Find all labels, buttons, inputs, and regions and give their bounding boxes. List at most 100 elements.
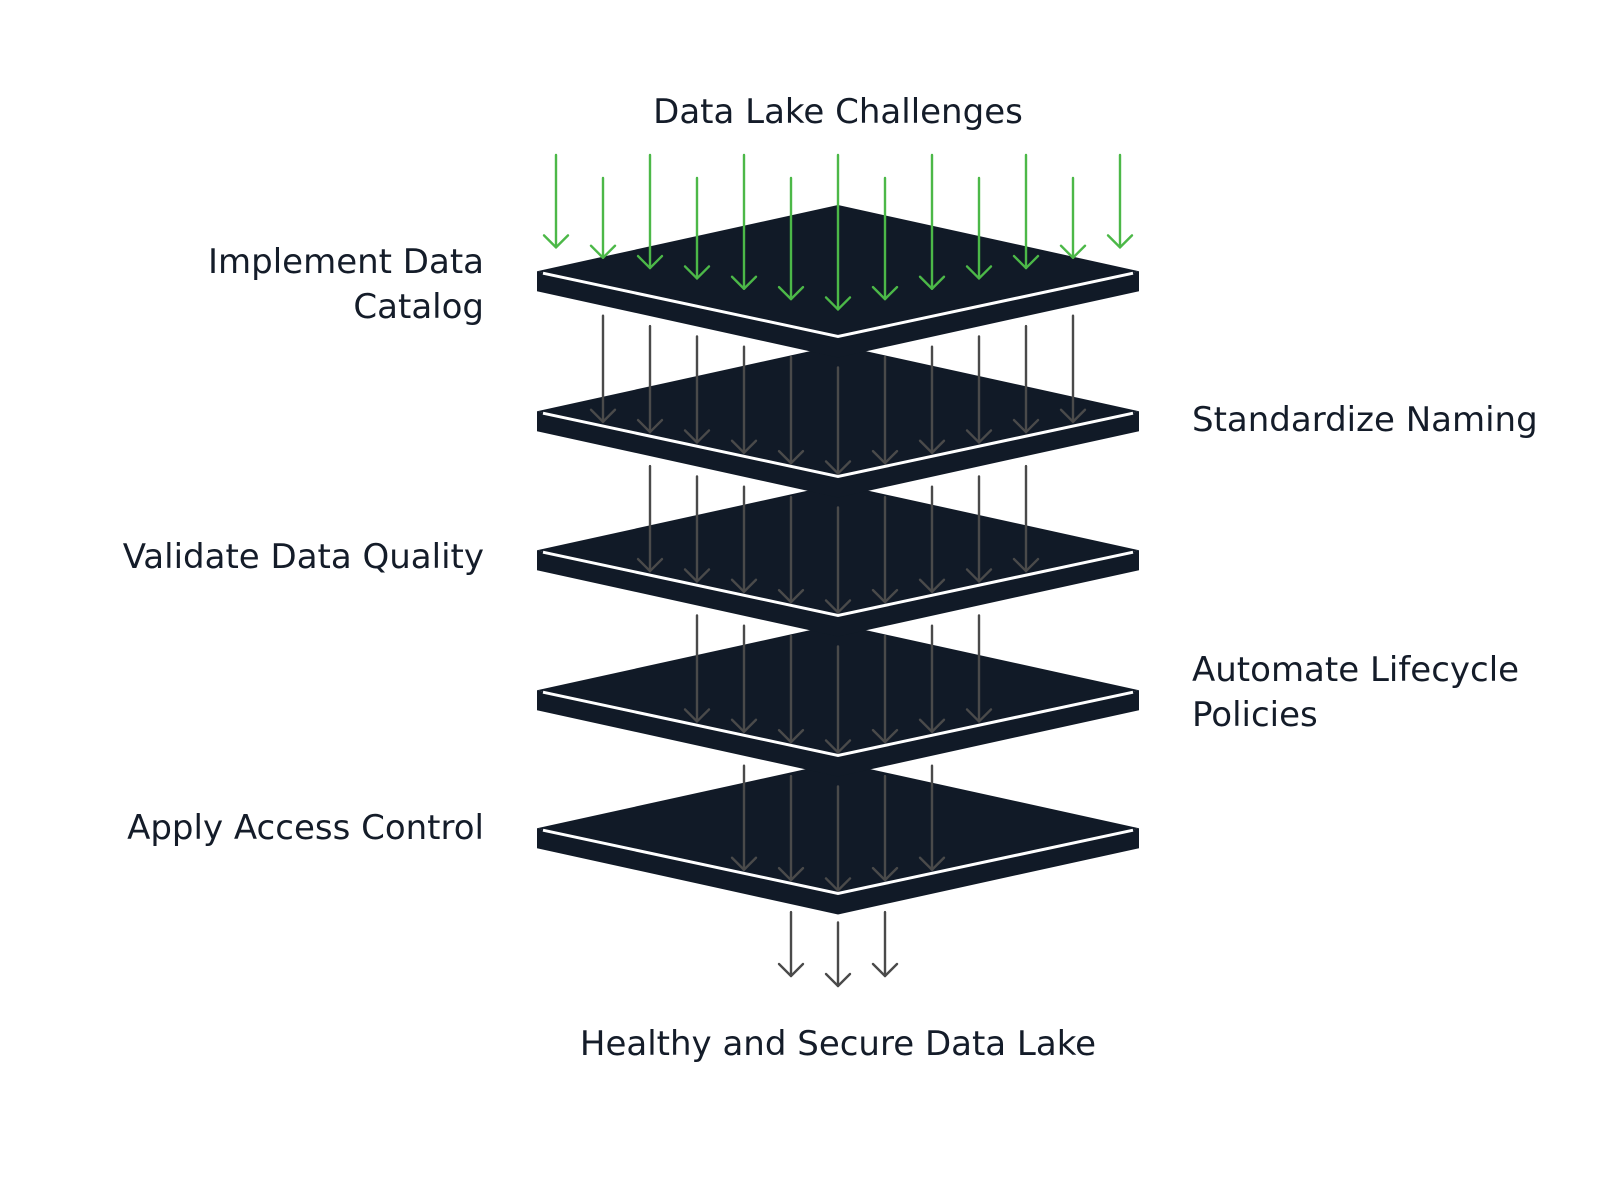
flow-arrow	[1059, 314, 1087, 423]
incoming-arrow	[589, 176, 617, 259]
arrow-head	[824, 877, 852, 892]
arrow-head	[1059, 408, 1087, 423]
incoming-arrow	[871, 176, 899, 301]
layer-side-face	[537, 690, 1139, 777]
outgoing-arrow	[871, 910, 899, 978]
arrow-head	[636, 418, 664, 434]
arrow-head	[777, 285, 805, 301]
flow-arrows-into-layer-5	[730, 764, 946, 892]
incoming-arrow	[965, 176, 993, 280]
flow-arrow	[730, 485, 758, 593]
arrow-head	[589, 408, 617, 423]
flow-arrow	[1012, 464, 1040, 573]
output-label: Healthy and Secure Data Lake	[579, 1024, 1097, 1064]
arrow-head	[683, 429, 711, 444]
arrow-head	[824, 599, 852, 614]
flow-arrows-into-layer-3	[636, 464, 1040, 614]
arrow-head	[777, 588, 805, 604]
flow-arrow	[824, 645, 852, 754]
flow-arrow	[871, 495, 899, 604]
arrow-head	[871, 728, 899, 744]
flow-arrows-into-layer-4	[683, 614, 993, 754]
flow-arrow	[777, 634, 805, 744]
flow-arrow	[1012, 324, 1040, 434]
arrow-head	[636, 254, 664, 270]
arrow-head	[918, 856, 946, 871]
layer-side-face	[537, 828, 1139, 915]
flow-arrow	[918, 345, 946, 454]
flow-arrow	[777, 355, 805, 465]
flow-arrow	[683, 335, 711, 444]
layer-edge-highlight	[542, 411, 1134, 478]
layer-label-standardize-naming: Standardize Naming	[1192, 400, 1538, 440]
outgoing-arrow	[777, 910, 805, 978]
incoming-arrow	[1012, 153, 1040, 270]
flow-arrow	[871, 355, 899, 465]
arrow-head	[918, 275, 946, 290]
arrow-head	[871, 962, 899, 978]
outgoing-arrows	[777, 910, 899, 988]
flow-arrow	[636, 324, 664, 434]
flow-arrow	[777, 774, 805, 882]
arrow-head	[683, 265, 711, 280]
incoming-arrow	[542, 153, 570, 249]
arrow-head	[965, 429, 993, 444]
outgoing-arrow	[824, 921, 852, 988]
arrow-head	[1059, 244, 1087, 259]
arrow-head	[965, 265, 993, 280]
arrow-head	[683, 708, 711, 723]
arrow-head	[730, 275, 758, 290]
flow-arrow	[824, 366, 852, 475]
arrow-head	[683, 568, 711, 583]
arrow-head	[918, 578, 946, 593]
flow-arrow	[824, 785, 852, 892]
arrow-head	[1012, 418, 1040, 434]
arrow-head	[589, 244, 617, 259]
layer-label-implement-data-catalog: Implement Data Catalog	[207, 242, 484, 327]
incoming-arrow	[824, 153, 852, 311]
arrow-head	[824, 460, 852, 475]
incoming-arrow	[1059, 176, 1087, 259]
arrow-head	[965, 708, 993, 723]
layer-side-face	[537, 271, 1139, 358]
arrow-head	[871, 866, 899, 882]
layer-side-face	[537, 550, 1139, 637]
arrow-head	[730, 439, 758, 454]
incoming-arrow	[777, 176, 805, 301]
layer-label-apply-access-control: Apply Access Control	[127, 808, 484, 848]
flow-arrow	[730, 624, 758, 733]
arrow-head	[965, 568, 993, 583]
arrow-head	[824, 972, 852, 988]
layer-edge-highlight	[542, 828, 1134, 895]
arrow-head	[730, 856, 758, 871]
flow-arrow	[683, 614, 711, 723]
flow-arrow	[589, 314, 617, 423]
flow-arrow	[871, 774, 899, 882]
flow-arrow	[965, 614, 993, 723]
arrow-head	[871, 285, 899, 301]
arrow-head	[824, 739, 852, 754]
flow-arrows-into-layer-2	[589, 314, 1087, 475]
arrow-head	[777, 962, 805, 978]
arrow-head	[918, 439, 946, 454]
layer-edge-highlight	[542, 690, 1134, 757]
flow-arrow	[918, 764, 946, 871]
arrow-head	[1012, 557, 1040, 573]
flow-arrow	[918, 624, 946, 733]
incoming-arrow	[683, 176, 711, 280]
flow-arrow	[871, 634, 899, 744]
flow-arrow	[636, 464, 664, 573]
incoming-arrow	[636, 153, 664, 270]
arrow-head	[636, 557, 664, 573]
arrow-head	[1012, 254, 1040, 270]
flow-arrow	[730, 764, 758, 871]
diagram-title: Data Lake Challenges	[653, 92, 1023, 132]
layer-edge-highlight	[542, 550, 1134, 617]
incoming-arrow	[1106, 153, 1134, 249]
flow-arrow	[730, 345, 758, 454]
layer-label-validate-data-quality: Validate Data Quality	[122, 537, 484, 577]
arrow-head	[730, 578, 758, 593]
incoming-arrow	[918, 153, 946, 290]
flow-arrow	[777, 495, 805, 604]
